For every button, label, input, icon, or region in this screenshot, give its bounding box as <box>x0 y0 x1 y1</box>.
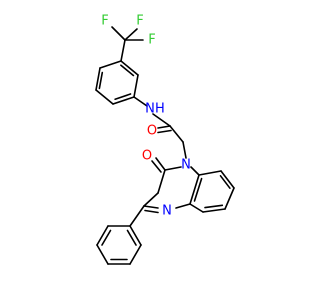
bond-c3-c4 <box>143 192 159 207</box>
bond-nh-carbonyl <box>152 113 171 127</box>
bond-ring-top <box>112 96 135 105</box>
bond-carbonyl-ch2 <box>169 125 184 143</box>
bond-ring-top-double <box>114 93 132 100</box>
bond-ch2-n1 <box>182 141 187 159</box>
bond-ring-top-double <box>98 71 104 90</box>
bond-c4-n5 <box>143 205 159 209</box>
bond-ring-top <box>95 89 114 105</box>
atom-nh-h: H <box>155 102 165 117</box>
atom-f2: F <box>136 14 143 29</box>
atom-ring-oxygen: O <box>142 149 152 164</box>
bond-carbonyl-o <box>157 125 171 129</box>
atom-nh-n: N <box>145 102 155 117</box>
bond-ring-top <box>133 74 139 98</box>
bond-benzo <box>198 170 222 176</box>
bond-benzo <box>224 187 235 210</box>
bond-cf3-ring <box>120 39 126 62</box>
bond-c-f1 <box>111 26 126 41</box>
bond-n1-c2 <box>164 166 182 171</box>
bond-carbonyl-o-double <box>157 129 172 134</box>
molecule-svg: F F F N H O O N N <box>95 14 235 265</box>
atom-ring-nitrogen-2: N <box>162 204 172 219</box>
bond-benzo <box>189 174 200 205</box>
bond-ring-top-double <box>120 64 135 77</box>
bond-benzo <box>189 203 204 213</box>
bonds <box>95 26 235 265</box>
bond-phenyl-double <box>101 229 112 246</box>
bond-c4-phenyl <box>129 205 145 227</box>
bond-phenyl <box>129 225 142 246</box>
bond-phenyl <box>96 244 109 265</box>
bond-c2-o-double <box>151 160 162 173</box>
bond-c2-o <box>155 157 166 171</box>
bond-benzo <box>220 170 235 189</box>
atom-f1: F <box>101 14 108 29</box>
bond-phenyl <box>129 244 142 265</box>
bond-benzo <box>202 208 226 213</box>
bond-c2-c3 <box>157 169 166 194</box>
bond-phenyl <box>96 225 109 246</box>
bond-ring-top <box>95 67 101 91</box>
bond-phenyl-double <box>126 229 137 246</box>
atom-labels: F F F N H O O N N <box>101 14 191 219</box>
bond-c-f2 <box>124 28 138 41</box>
structure-diagram: F F F N H O O N N <box>95 14 235 265</box>
atom-amide-oxygen: O <box>147 124 157 139</box>
bond-n5-benzo <box>175 203 191 209</box>
atom-ring-nitrogen-1: N <box>181 158 191 173</box>
bond-n1-benzo <box>190 166 200 176</box>
bond-benzo-double <box>193 177 203 202</box>
bond-c4-n5-double <box>144 209 159 214</box>
bond-ring-top <box>120 60 139 76</box>
bond-benzo-double <box>204 204 224 209</box>
bond-ring-nh <box>133 96 148 107</box>
bond-benzo-double <box>219 175 231 189</box>
bond-ring-top <box>99 60 122 69</box>
atom-f3: F <box>148 33 155 48</box>
